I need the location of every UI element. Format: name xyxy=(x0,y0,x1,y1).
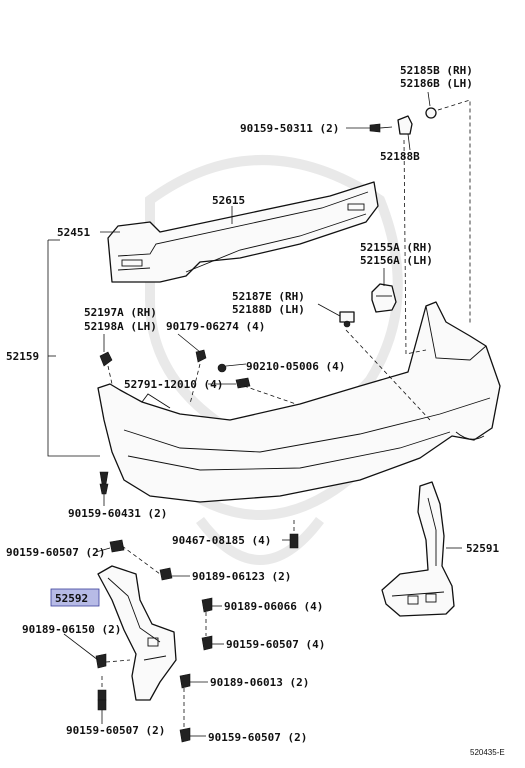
side-bracket-52591 xyxy=(381,481,455,617)
label-90179-06274[interactable]: 90179-06274 (4) xyxy=(166,320,265,333)
leader-lines xyxy=(47,91,471,737)
label-90189-06066[interactable]: 90189-06066 (4) xyxy=(224,600,323,613)
label-90159-50311[interactable]: 90159-50311 (2) xyxy=(240,122,339,135)
clip-52188b xyxy=(397,115,413,135)
highlight-52592 xyxy=(50,588,100,607)
label-90159-60507-c[interactable]: 90159-60507 (2) xyxy=(66,724,165,737)
label-52185b[interactable]: 52185B (RH) xyxy=(400,64,473,77)
clip-52187e xyxy=(339,311,355,328)
label-52591[interactable]: 52591 xyxy=(466,542,499,555)
label-52451[interactable]: 52451 xyxy=(57,226,90,239)
part-labels: 52185B (RH) 52186B (LH) 90159-50311 (2) … xyxy=(6,64,505,757)
label-90210-05006[interactable]: 90210-05006 (4) xyxy=(246,360,345,373)
label-90189-06013[interactable]: 90189-06013 (2) xyxy=(210,676,309,689)
label-52592[interactable]: 52592 xyxy=(55,592,88,605)
retainer-52155a xyxy=(371,283,397,313)
label-90159-60507-b[interactable]: 90159-60507 (4) xyxy=(226,638,325,651)
diagram-code: 520435-E xyxy=(470,748,505,757)
screw-90159-50311 xyxy=(369,123,393,133)
label-90189-06150[interactable]: 90189-06150 (2) xyxy=(22,623,121,636)
label-52197a[interactable]: 52197A (RH) xyxy=(84,306,157,319)
label-52186b[interactable]: 52186B (LH) xyxy=(400,77,473,90)
label-52187e[interactable]: 52187E (RH) xyxy=(232,290,305,303)
fasteners xyxy=(95,349,299,743)
label-90159-60507-d[interactable]: 90159-60507 (2) xyxy=(208,731,307,744)
label-52156a[interactable]: 52156A (LH) xyxy=(360,254,433,267)
label-52198a[interactable]: 52198A (LH) xyxy=(84,320,157,333)
side-bracket-52592 xyxy=(97,565,177,701)
label-52159[interactable]: 52159 xyxy=(6,350,39,363)
label-52188d[interactable]: 52188D (LH) xyxy=(232,303,305,316)
label-52791-12010[interactable]: 52791-12010 (4) xyxy=(124,378,223,391)
bumper-cover-52159 xyxy=(97,301,501,503)
label-52188b[interactable]: 52188B xyxy=(380,150,420,163)
bracket-52185b xyxy=(425,107,437,119)
label-90189-06123[interactable]: 90189-06123 (2) xyxy=(192,570,291,583)
label-90159-60431[interactable]: 90159-60431 (2) xyxy=(68,507,167,520)
label-52615[interactable]: 52615 xyxy=(212,194,245,207)
label-90159-60507-a[interactable]: 90159-60507 (2) xyxy=(6,546,105,559)
label-90467-08185[interactable]: 90467-08185 (4) xyxy=(172,534,271,547)
label-52155a[interactable]: 52155A (RH) xyxy=(360,241,433,254)
bumper-reinforcement-52615 xyxy=(107,181,379,283)
